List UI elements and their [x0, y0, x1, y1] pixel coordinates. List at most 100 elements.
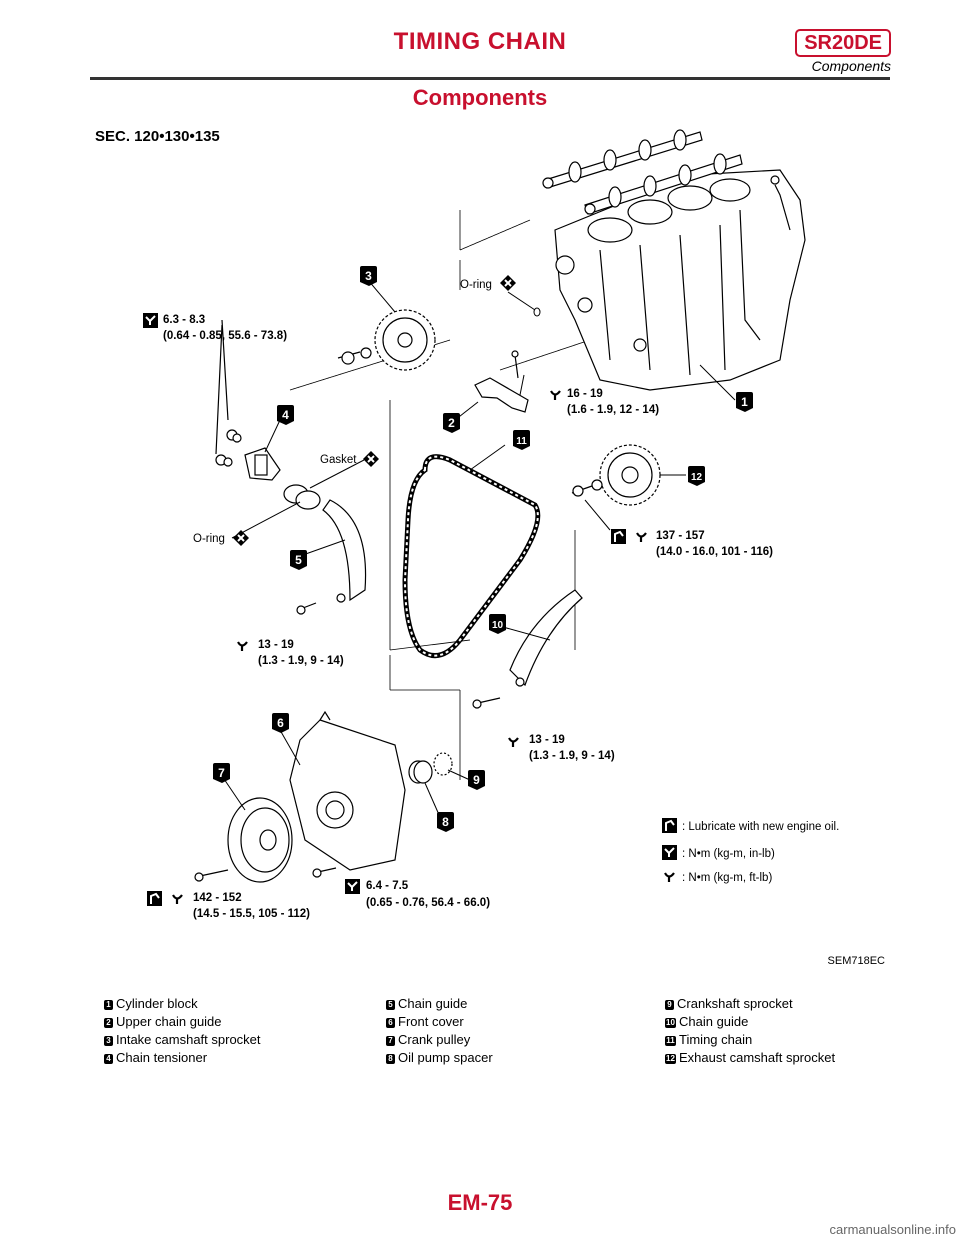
- legend-label: Cylinder block: [116, 996, 198, 1011]
- part-tag-7: 7: [218, 766, 225, 780]
- legend-number: 1: [104, 1000, 113, 1010]
- legend-number: 5: [386, 1000, 395, 1010]
- legend-label: Crankshaft sprocket: [677, 996, 793, 1011]
- key-oil-text: : Lubricate with new engine oil.: [682, 821, 839, 833]
- cylinder-block-drawing: [554, 169, 806, 391]
- engine-model-badge: SR20DE: [795, 29, 891, 57]
- oil-can-icon: [661, 817, 678, 834]
- torque-3-line1: 137 - 157: [656, 530, 705, 542]
- legend-label: Intake camshaft sprocket: [116, 1032, 261, 1047]
- legend-number: 10: [665, 1018, 676, 1028]
- torque-wrench-icon: [546, 385, 565, 404]
- camshafts-drawing: [542, 129, 743, 215]
- torque-6-line1: 142 - 152: [193, 892, 242, 904]
- replace-icon: [232, 529, 250, 547]
- oil-pump-spacer-drawing: [408, 752, 453, 784]
- torque-1-line2: (0.64 - 0.85, 55.6 - 73.8): [163, 330, 287, 342]
- legend-label: Oil pump spacer: [398, 1050, 493, 1065]
- key-nm-inlb-text: : N•m (kg-m, in-lb): [682, 848, 775, 860]
- legend-label: Chain guide: [398, 996, 468, 1011]
- left-chain-guide-drawing: [296, 499, 367, 615]
- torque-callouts: O-ring 6.3 - 8.3 (0.64 - 0.85, 55.6 - 73…: [142, 274, 773, 920]
- part-tag-10: 10: [492, 620, 504, 631]
- torque-7-line2: (0.65 - 0.76, 56.4 - 66.0): [366, 897, 490, 909]
- legend-number: 8: [386, 1054, 395, 1064]
- legend-label: Upper chain guide: [116, 1014, 222, 1029]
- legend-label: Exhaust camshaft sprocket: [679, 1050, 836, 1065]
- part-tag-8: 8: [442, 815, 449, 829]
- front-cover-drawing: [289, 710, 406, 871]
- oring-left-label: O-ring: [193, 533, 225, 545]
- oil-can-icon: [146, 890, 163, 907]
- section-code-label: SEC. 120•130•135: [95, 128, 220, 145]
- right-chain-guide-drawing: [472, 589, 583, 709]
- exhaust-camshaft-sprocket-drawing: [571, 444, 661, 506]
- torque-wrench-icon: [344, 878, 361, 895]
- torque-1-line1: 6.3 - 8.3: [163, 314, 205, 326]
- torque-wrench-icon: [632, 527, 651, 546]
- legend-number: 9: [665, 1000, 674, 1010]
- torque-wrench-icon: [142, 312, 159, 329]
- legend-label: Crank pulley: [398, 1032, 471, 1047]
- part-tag-5: 5: [295, 553, 302, 567]
- legend-number: 7: [386, 1036, 395, 1046]
- torque-2-line1: 16 - 19: [567, 388, 603, 400]
- header-divider: [90, 77, 890, 80]
- watermark-link[interactable]: carmanualsonline.info: [829, 1222, 956, 1237]
- legend-number: 11: [665, 1036, 676, 1046]
- torque-wrench-icon: [661, 844, 678, 861]
- part-tag-1: 1: [741, 395, 748, 409]
- torque-3-line2: (14.0 - 16.0, 101 - 116): [656, 546, 773, 558]
- part-tag-3: 3: [365, 269, 372, 283]
- part-tag-2: 2: [448, 416, 455, 430]
- torque-4-line2: (1.3 - 1.9, 9 - 14): [258, 655, 344, 667]
- torque-2-line2: (1.6 - 1.9, 12 - 14): [567, 404, 659, 416]
- legend-label: Chain guide: [679, 1014, 749, 1029]
- torque-wrench-icon: [660, 867, 679, 886]
- timing-chain-drawing: [402, 454, 541, 659]
- legend-number: 2: [104, 1018, 113, 1028]
- chain-tensioner-drawing: [215, 319, 321, 510]
- gasket-label: Gasket: [320, 454, 357, 466]
- part-tag-6: 6: [277, 716, 284, 730]
- part-tag-12: 12: [691, 472, 703, 483]
- part-tag-4: 4: [282, 408, 289, 422]
- page-number: EM-75: [447, 1190, 513, 1215]
- torque-wrench-icon: [168, 889, 187, 908]
- torque-wrench-icon: [504, 732, 523, 751]
- crank-pulley-drawing: [194, 797, 337, 883]
- figure-reference-code: SEM718EC: [827, 955, 885, 967]
- replace-icon: [362, 450, 380, 468]
- upper-chain-guide-drawing: [474, 350, 529, 413]
- torque-4-line1: 13 - 19: [258, 639, 294, 651]
- intake-camshaft-sprocket-drawing: [337, 309, 436, 371]
- torque-7-line1: 6.4 - 7.5: [366, 880, 409, 892]
- part-tag-9: 9: [473, 773, 480, 787]
- legend-label: Chain tensioner: [116, 1050, 208, 1065]
- section-title: Components: [412, 85, 548, 110]
- oring-top-label: O-ring: [460, 279, 492, 291]
- header-title: TIMING CHAIN: [393, 28, 567, 55]
- oil-can-icon: [610, 528, 627, 545]
- legend-label: Front cover: [398, 1014, 464, 1029]
- legend-label: Timing chain: [679, 1032, 753, 1047]
- replace-icon: [499, 274, 517, 292]
- key-nm-ftlb-text: : N•m (kg-m, ft-lb): [682, 872, 772, 884]
- header-subtitle: Components: [811, 58, 891, 74]
- legend-number: 6: [386, 1018, 395, 1028]
- part-tag-11: 11: [516, 436, 527, 447]
